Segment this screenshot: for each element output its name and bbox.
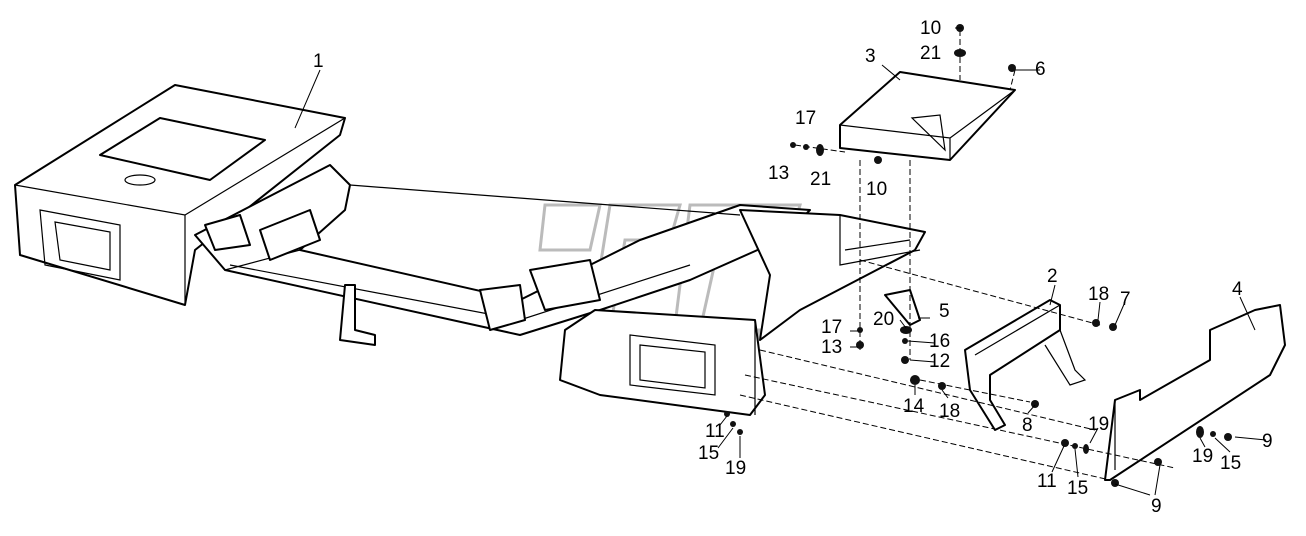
callout-16: 16: [929, 331, 950, 352]
callout-19: 19: [1192, 446, 1213, 467]
main-beam: [194, 164, 811, 346]
callout-12: 12: [929, 351, 950, 372]
callout-5: 5: [939, 301, 950, 322]
callout-20: 20: [873, 309, 894, 330]
part-2-support: [964, 299, 1087, 431]
callout-21: 21: [920, 43, 941, 64]
rear-plate: [739, 209, 926, 341]
rear-panel: [559, 309, 766, 416]
callout-15: 15: [698, 443, 719, 464]
callout-19: 19: [1088, 414, 1109, 435]
callout-9: 9: [1262, 431, 1273, 452]
callout-13: 13: [821, 337, 842, 358]
callout-15: 15: [1220, 453, 1241, 474]
callout-11: 11: [1037, 471, 1057, 492]
callout-8: 8: [1022, 415, 1033, 436]
assembly-lines: [739, 30, 1176, 481]
hardware: [724, 24, 1232, 487]
callouts: 1 10 21 6 3 17 13 21 10 2 18 7 4 20 5 17…: [313, 18, 1273, 517]
callout-10: 10: [920, 18, 941, 39]
callout-17: 17: [795, 108, 816, 129]
callout-6: 6: [1035, 59, 1046, 80]
callout-2: 2: [1047, 266, 1058, 287]
callout-15: 15: [1067, 478, 1088, 499]
part-3-top-cover: [839, 71, 1016, 161]
callout-9: 9: [1151, 496, 1162, 517]
callout-3: 3: [865, 46, 876, 67]
callout-11: 11: [705, 421, 725, 442]
part-1-front-frame: [14, 84, 346, 306]
callout-10: 10: [866, 179, 887, 200]
leader-lines: [294, 27, 1267, 496]
callout-19: 19: [725, 458, 746, 479]
callout-1: 1: [313, 51, 324, 72]
part-5-bracket: [884, 289, 921, 326]
callout-7: 7: [1120, 289, 1131, 310]
callout-18: 18: [939, 401, 960, 422]
callout-14: 14: [903, 396, 925, 417]
callout-21: 21: [810, 169, 831, 190]
callout-13: 13: [768, 163, 789, 184]
callout-4: 4: [1232, 279, 1243, 300]
callout-18: 18: [1088, 284, 1109, 305]
callout-17: 17: [821, 317, 842, 338]
